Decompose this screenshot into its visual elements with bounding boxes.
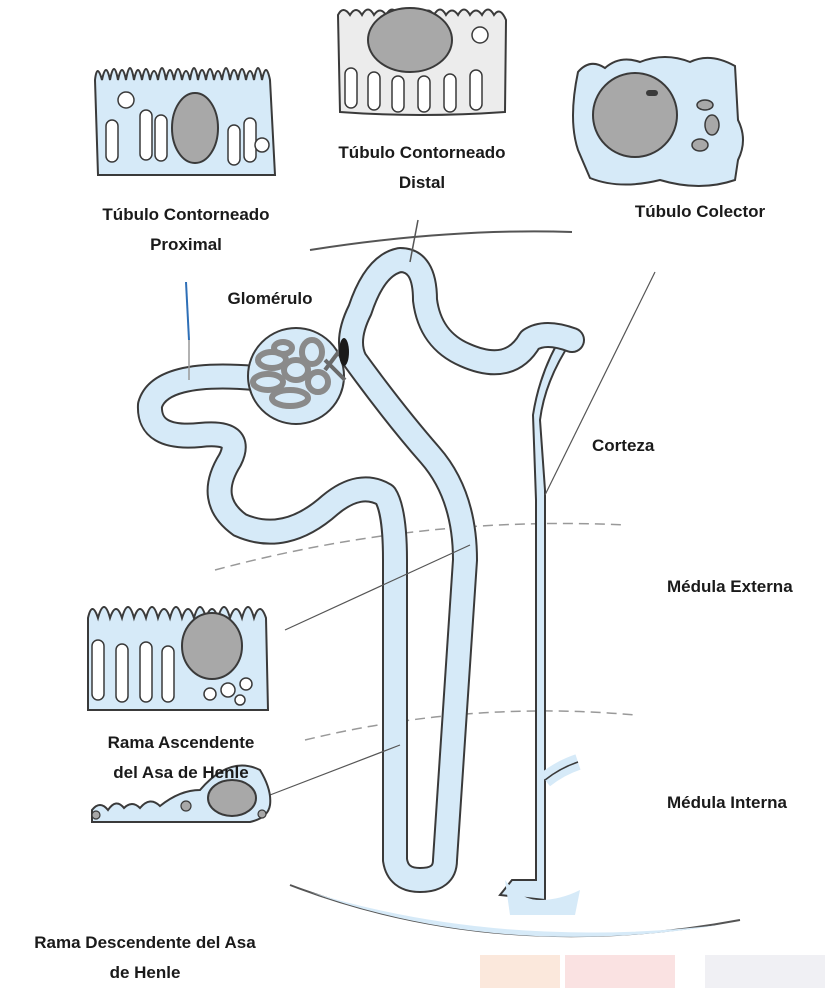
label-outer-medulla-line1: Médula Externa <box>667 572 793 602</box>
ascending-cell <box>88 607 268 710</box>
label-inner-medulla-line1: Médula Interna <box>667 788 787 818</box>
label-proximal-line2: Proximal <box>56 230 316 260</box>
label-descending-line2: de Henle <box>0 958 290 988</box>
label-proximal-line1: Túbulo Contorneado <box>56 200 316 230</box>
label-ascending: Rama Ascendente del Asa de Henle <box>66 728 296 788</box>
label-descending: Rama Descendente del Asa de Henle <box>0 928 290 988</box>
watermark-block-3 <box>705 955 825 988</box>
label-collector: Túbulo Colector <box>590 197 810 227</box>
watermark-block-2 <box>565 955 675 988</box>
label-distal-line1: Túbulo Contorneado <box>302 138 542 168</box>
label-ascending-line1: Rama Ascendente <box>66 728 296 758</box>
proximal-pointer <box>186 282 189 340</box>
label-cortex: Corteza <box>592 431 654 461</box>
label-distal: Túbulo Contorneado Distal <box>302 138 542 198</box>
glomerulus <box>248 328 349 424</box>
collecting-duct-branch <box>545 762 578 780</box>
label-descending-line1: Rama Descendente del Asa <box>0 928 290 958</box>
label-cortex-line1: Corteza <box>592 431 654 461</box>
ascending-pointer <box>285 545 470 630</box>
label-distal-line2: Distal <box>302 168 542 198</box>
watermark-block-1 <box>480 955 560 988</box>
label-inner-medulla: Médula Interna <box>667 788 787 818</box>
label-proximal: Túbulo Contorneado Proximal <box>56 200 316 260</box>
label-glomerulus: Glomérulo <box>200 284 340 314</box>
cortex-boundary <box>310 231 572 250</box>
proximal-cell <box>95 68 275 175</box>
collecting-duct <box>500 332 572 900</box>
inner-medulla-boundary <box>305 711 635 740</box>
distal-cell <box>338 8 506 115</box>
label-glomerulus-line1: Glomérulo <box>200 284 340 314</box>
collector-cell <box>573 57 743 186</box>
label-ascending-line2: del Asa de Henle <box>66 758 296 788</box>
cortex-pointer <box>545 272 655 495</box>
macula-densa <box>339 338 349 366</box>
label-outer-medulla: Médula Externa <box>667 572 793 602</box>
label-collector-line1: Túbulo Colector <box>590 197 810 227</box>
